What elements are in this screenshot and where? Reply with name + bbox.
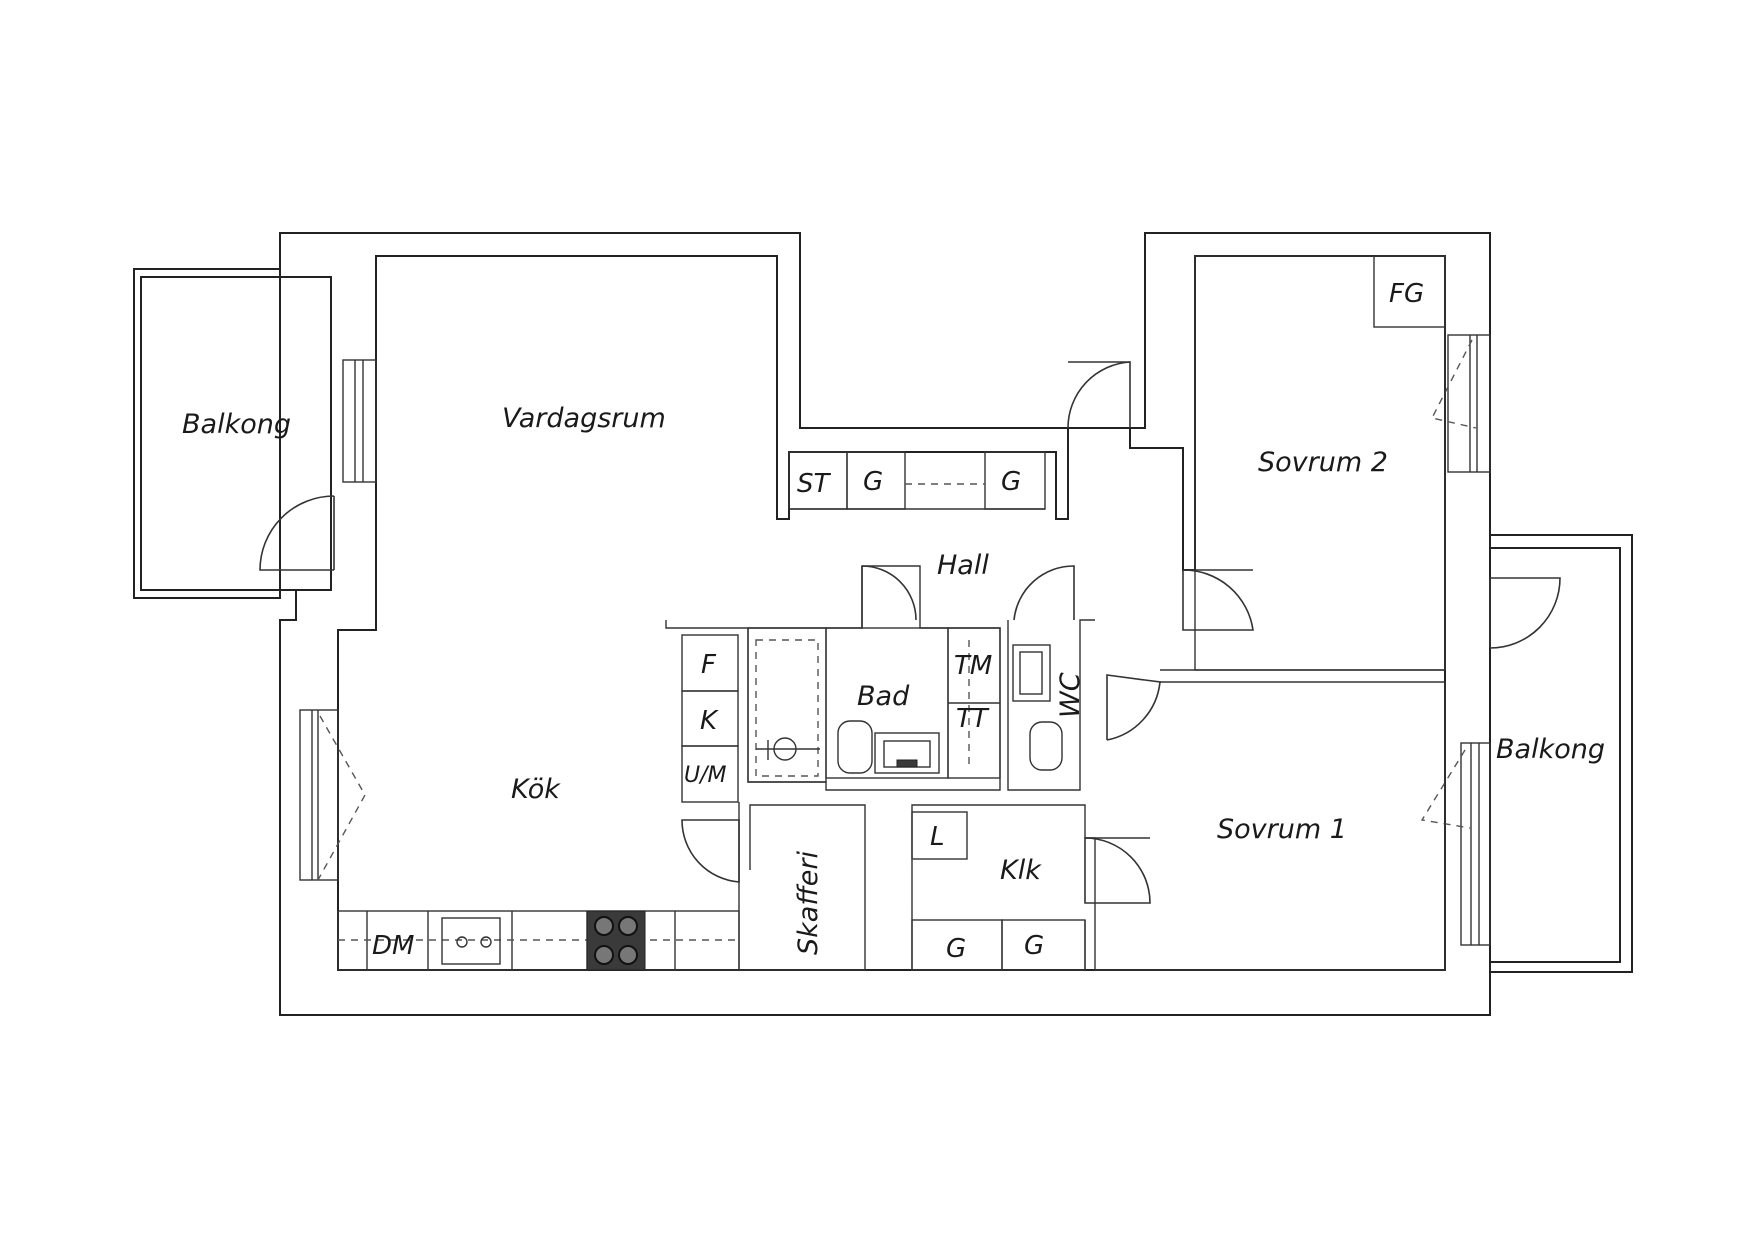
label-sovrum2: Sovrum 2: [1258, 447, 1388, 478]
label-kok: Kök: [511, 774, 561, 805]
hall-closets: [788, 451, 1046, 510]
balcony-west: [133, 268, 377, 599]
bad-door[interactable]: [861, 565, 917, 621]
entrance-door[interactable]: [1067, 361, 1131, 429]
label-bad: Bad: [857, 681, 910, 712]
label-st: ST: [797, 469, 832, 499]
klk-door[interactable]: [1084, 837, 1151, 904]
label-fg: FG: [1389, 279, 1424, 309]
balcony-west-door[interactable]: [259, 495, 335, 571]
label-dm: DM: [372, 931, 414, 961]
label-wc: WC: [1055, 672, 1086, 718]
window-sovrum2: [1430, 334, 1491, 473]
label-skafferi: Skafferi: [793, 850, 824, 955]
label-g-klk-1: G: [946, 934, 966, 964]
label-hall: Hall: [937, 550, 989, 581]
label-g-klk-2: G: [1024, 931, 1044, 961]
fixture-labels: ST G G FG F K U/M TM TT DM L G G: [372, 279, 1424, 964]
skafferi-walls: [681, 802, 866, 971]
label-tm: TM: [954, 651, 992, 681]
label-l: L: [930, 822, 945, 852]
bad-walls: [665, 565, 1001, 791]
kitchen-tall-cabinets: [681, 634, 739, 803]
balcony-east-door[interactable]: [1489, 577, 1561, 649]
stove: [586, 910, 646, 971]
klk-walls: [911, 804, 1151, 971]
kitchen-counter: [337, 910, 740, 971]
label-sovrum1: Sovrum 1: [1217, 814, 1347, 845]
balcony-east: [1420, 534, 1633, 973]
label-balkong-east: Balkong: [1496, 734, 1605, 765]
wc-walls: [1007, 565, 1095, 791]
sovrum1-door[interactable]: [1106, 674, 1161, 741]
label-f: F: [701, 650, 717, 680]
exterior-walls: [279, 232, 1491, 1016]
sovrum2-door[interactable]: [1182, 569, 1254, 631]
label-klk: Klk: [1000, 855, 1042, 886]
window-kok: [299, 709, 366, 881]
wc-door[interactable]: [1013, 565, 1075, 621]
label-um: U/M: [684, 763, 727, 788]
skafferi-door[interactable]: [681, 819, 740, 883]
label-tt: TT: [956, 704, 990, 734]
label-balkong-west: Balkong: [182, 409, 291, 440]
label-k: K: [700, 706, 719, 736]
label-vardagsrum: Vardagsrum: [502, 403, 666, 434]
room-labels: Balkong Vardagsrum Hall Sovrum 2 Bad Kök…: [182, 403, 1605, 955]
label-g-hall-2: G: [1001, 467, 1021, 497]
label-g-hall-1: G: [863, 467, 883, 497]
